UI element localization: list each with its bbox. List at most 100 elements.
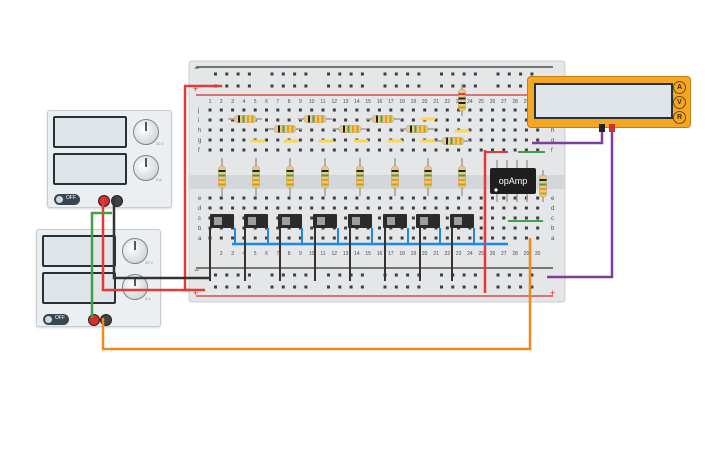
breadboard-hole [457, 206, 461, 210]
column-number: 28 [512, 99, 518, 105]
voltage-knob[interactable] [133, 119, 159, 145]
column-number: 2 [220, 99, 223, 105]
breadboard-hole [457, 108, 461, 112]
rail-hole [236, 84, 240, 88]
breadboard-hole [479, 236, 483, 240]
breadboard-hole [536, 226, 540, 230]
breadboard-hole [524, 196, 528, 200]
column-number: 14 [354, 99, 360, 105]
mode-volt-button[interactable]: V [673, 96, 686, 109]
rail-hole [214, 84, 217, 88]
breadboard-hole [344, 118, 348, 122]
rail-hole [530, 285, 534, 289]
breadboard-hole [366, 236, 370, 240]
mode-ohm-button[interactable]: R [673, 111, 686, 124]
breadboard-hole [366, 148, 370, 152]
breadboard-hole [219, 108, 223, 112]
breadboard-hole [298, 216, 302, 220]
breadboard-hole [366, 108, 370, 112]
breadboard-hole [411, 128, 415, 132]
breadboard-hole [321, 216, 325, 220]
breadboard-hole [265, 216, 268, 220]
breadboard-hole [265, 138, 268, 142]
breadboard-hole [423, 226, 427, 230]
breadboard-hole [445, 216, 449, 220]
rail-hole [394, 72, 398, 76]
rail-hole [383, 273, 387, 277]
breadboard-hole [355, 108, 359, 112]
breadboard-hole [253, 216, 257, 220]
breadboard-hole [231, 138, 235, 142]
breadboard-hole [457, 138, 461, 142]
breadboard-hole [366, 138, 370, 142]
column-number: 1 [209, 251, 212, 257]
breadboard-hole [231, 206, 235, 210]
breadboard-hole [310, 148, 314, 152]
column-number: 11 [320, 251, 325, 257]
power-switch[interactable]: OFF [43, 314, 69, 325]
multimeter[interactable]: A V R [527, 76, 691, 128]
breadboard-hole [434, 128, 438, 132]
breadboard-hole [389, 108, 393, 112]
opamp-chip[interactable]: opAmp [490, 168, 536, 194]
breadboard-hole [332, 108, 336, 112]
breadboard-hole [287, 148, 291, 152]
rail-hole [360, 72, 364, 76]
column-number: 14 [354, 251, 360, 257]
power-switch[interactable]: OFF [54, 194, 80, 205]
column-number: 23 [456, 99, 462, 105]
rail-hole [304, 273, 308, 277]
rail-hole [406, 285, 410, 289]
breadboard-hole [434, 138, 438, 142]
breadboard-hole [355, 148, 359, 152]
column-number: 20 [422, 251, 428, 257]
rail-hole [451, 84, 455, 88]
column-number: 3 [231, 99, 234, 105]
rail-hole [473, 273, 477, 277]
rail-plus-label: + [193, 288, 199, 298]
breadboard-hole [389, 148, 393, 152]
power-supply-top[interactable]: 30 V 5 A OFF [47, 110, 172, 208]
breadboard-hole [445, 128, 449, 132]
breadboard-hole [502, 148, 506, 152]
breadboard-hole [502, 216, 506, 220]
voltage-display [53, 116, 127, 148]
breadboard-hole [423, 118, 427, 122]
column-number: 11 [320, 99, 325, 105]
column-number: 3 [231, 251, 234, 257]
mode-amp-button[interactable]: A [673, 81, 686, 94]
rail-hole [270, 72, 274, 76]
breadboard-hole [276, 236, 280, 240]
breadboard-hole [355, 128, 359, 132]
breadboard-hole [378, 226, 381, 230]
breadboard-hole [310, 216, 314, 220]
rail-hole [270, 273, 274, 277]
breadboard-hole [298, 138, 302, 142]
breadboard-hole [298, 108, 302, 112]
breadboard-hole [445, 118, 449, 122]
rail-hole [440, 273, 443, 277]
column-number: 12 [332, 99, 338, 105]
current-knob[interactable] [133, 155, 159, 181]
breadboard-hole [287, 236, 291, 240]
breadboard-hole [310, 138, 314, 142]
breadboard-hole [434, 148, 438, 152]
breadboard-hole [479, 206, 483, 210]
switch-label: OFF [66, 195, 76, 201]
breadboard-hole [332, 138, 336, 142]
breadboard-hole [208, 148, 212, 152]
rail-hole [338, 84, 342, 88]
breadboard-hole [242, 118, 246, 122]
breadboard-hole [434, 118, 438, 122]
breadboard-hole [457, 216, 461, 220]
breadboard-hole [400, 128, 404, 132]
breadboard-hole [276, 128, 280, 132]
breadboard-hole [513, 226, 517, 230]
column-number: 1 [209, 99, 212, 105]
column-number: 20 [422, 99, 428, 105]
breadboard-hole [479, 226, 483, 230]
rail-hole [519, 285, 523, 289]
breadboard-hole [231, 196, 235, 200]
